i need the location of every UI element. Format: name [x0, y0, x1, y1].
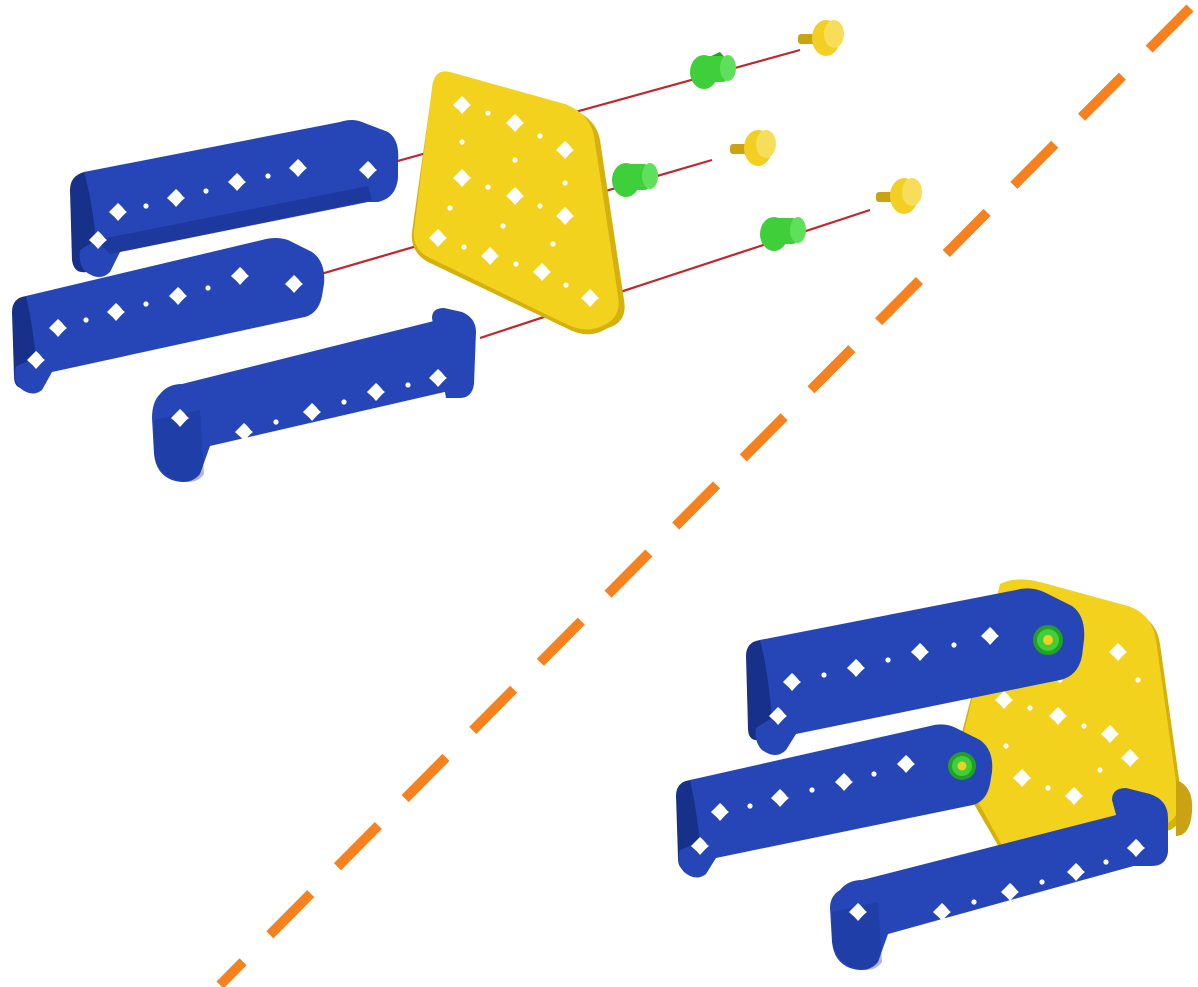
green-nut-3	[760, 217, 806, 251]
yellow-screw-1	[798, 20, 844, 56]
dashed-divider	[216, 4, 1194, 987]
assembled-blue-bracket-2	[676, 724, 993, 878]
exploded-view	[12, 20, 922, 482]
green-nut-1	[690, 52, 736, 89]
yellow-plate	[411, 71, 625, 335]
yellow-screw-2	[730, 130, 776, 166]
yellow-screw-3	[876, 178, 922, 214]
blue-bracket-1	[70, 120, 399, 277]
assembled-green-nut-2	[948, 752, 976, 780]
blue-bracket-2	[12, 238, 325, 394]
assembled-green-nut-1	[1033, 625, 1063, 655]
assembled-blue-bracket-3	[830, 788, 1168, 970]
assembled-blue-bracket-1	[746, 588, 1085, 755]
blue-bracket-3	[152, 308, 476, 482]
green-nut-2	[612, 163, 658, 197]
assembled-view	[676, 579, 1193, 970]
